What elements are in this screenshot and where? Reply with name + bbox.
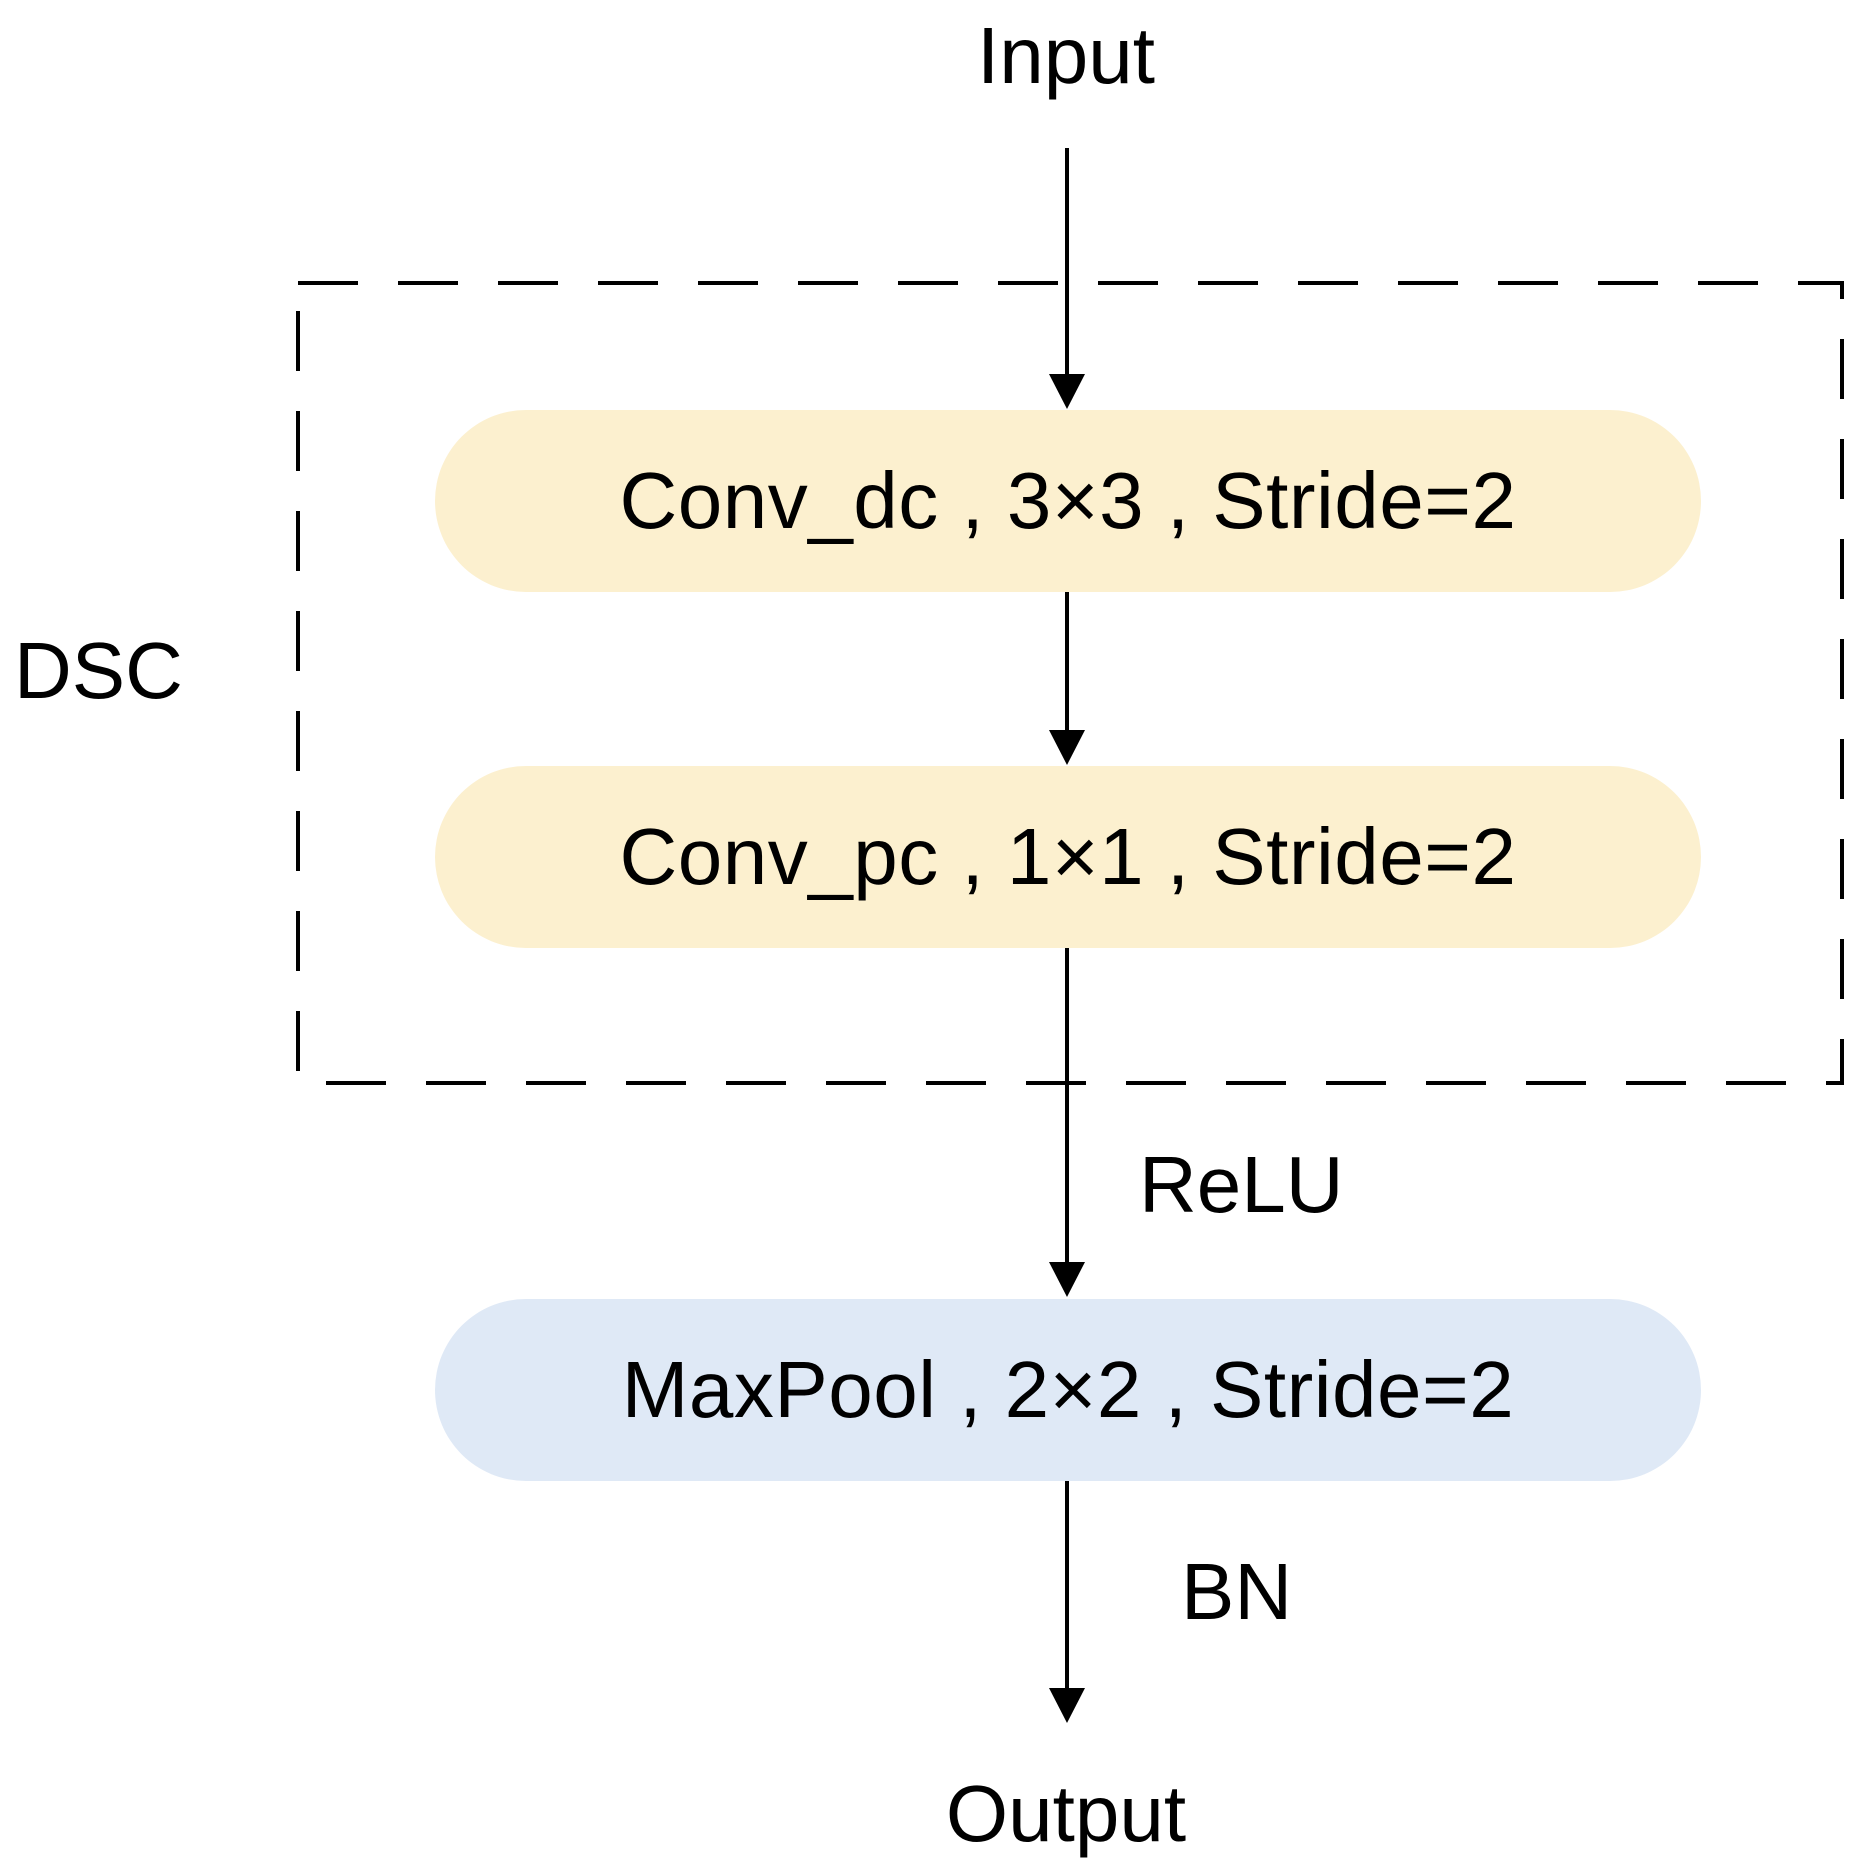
output-label: Output <box>945 1769 1187 1858</box>
edge-maxpool-to-output <box>1049 1481 1085 1723</box>
edge-input-to-conv-dc <box>1049 148 1085 409</box>
edge-conv-pc-to-maxpool <box>1049 948 1085 1297</box>
edge-conv-dc-to-conv-pc <box>1049 592 1085 765</box>
dsc-group-label: DSC <box>14 626 183 715</box>
conv-pc-node-text: Conv_pc , 1×1 , Stride=2 <box>619 812 1517 901</box>
maxpool-node-text: MaxPool , 2×2 , Stride=2 <box>621 1345 1515 1434</box>
conv-dc-node-text: Conv_dc , 3×3 , Stride=2 <box>619 456 1517 545</box>
relu-edge-label: ReLU <box>1139 1140 1344 1229</box>
bn-edge-label: BN <box>1181 1547 1293 1636</box>
dsc-group-border <box>296 281 1844 1085</box>
conv-dc-node: Conv_dc , 3×3 , Stride=2 <box>435 410 1701 592</box>
maxpool-node: MaxPool , 2×2 , Stride=2 <box>435 1299 1701 1481</box>
input-label: Input <box>977 11 1155 100</box>
conv-pc-node: Conv_pc , 1×1 , Stride=2 <box>435 766 1701 948</box>
